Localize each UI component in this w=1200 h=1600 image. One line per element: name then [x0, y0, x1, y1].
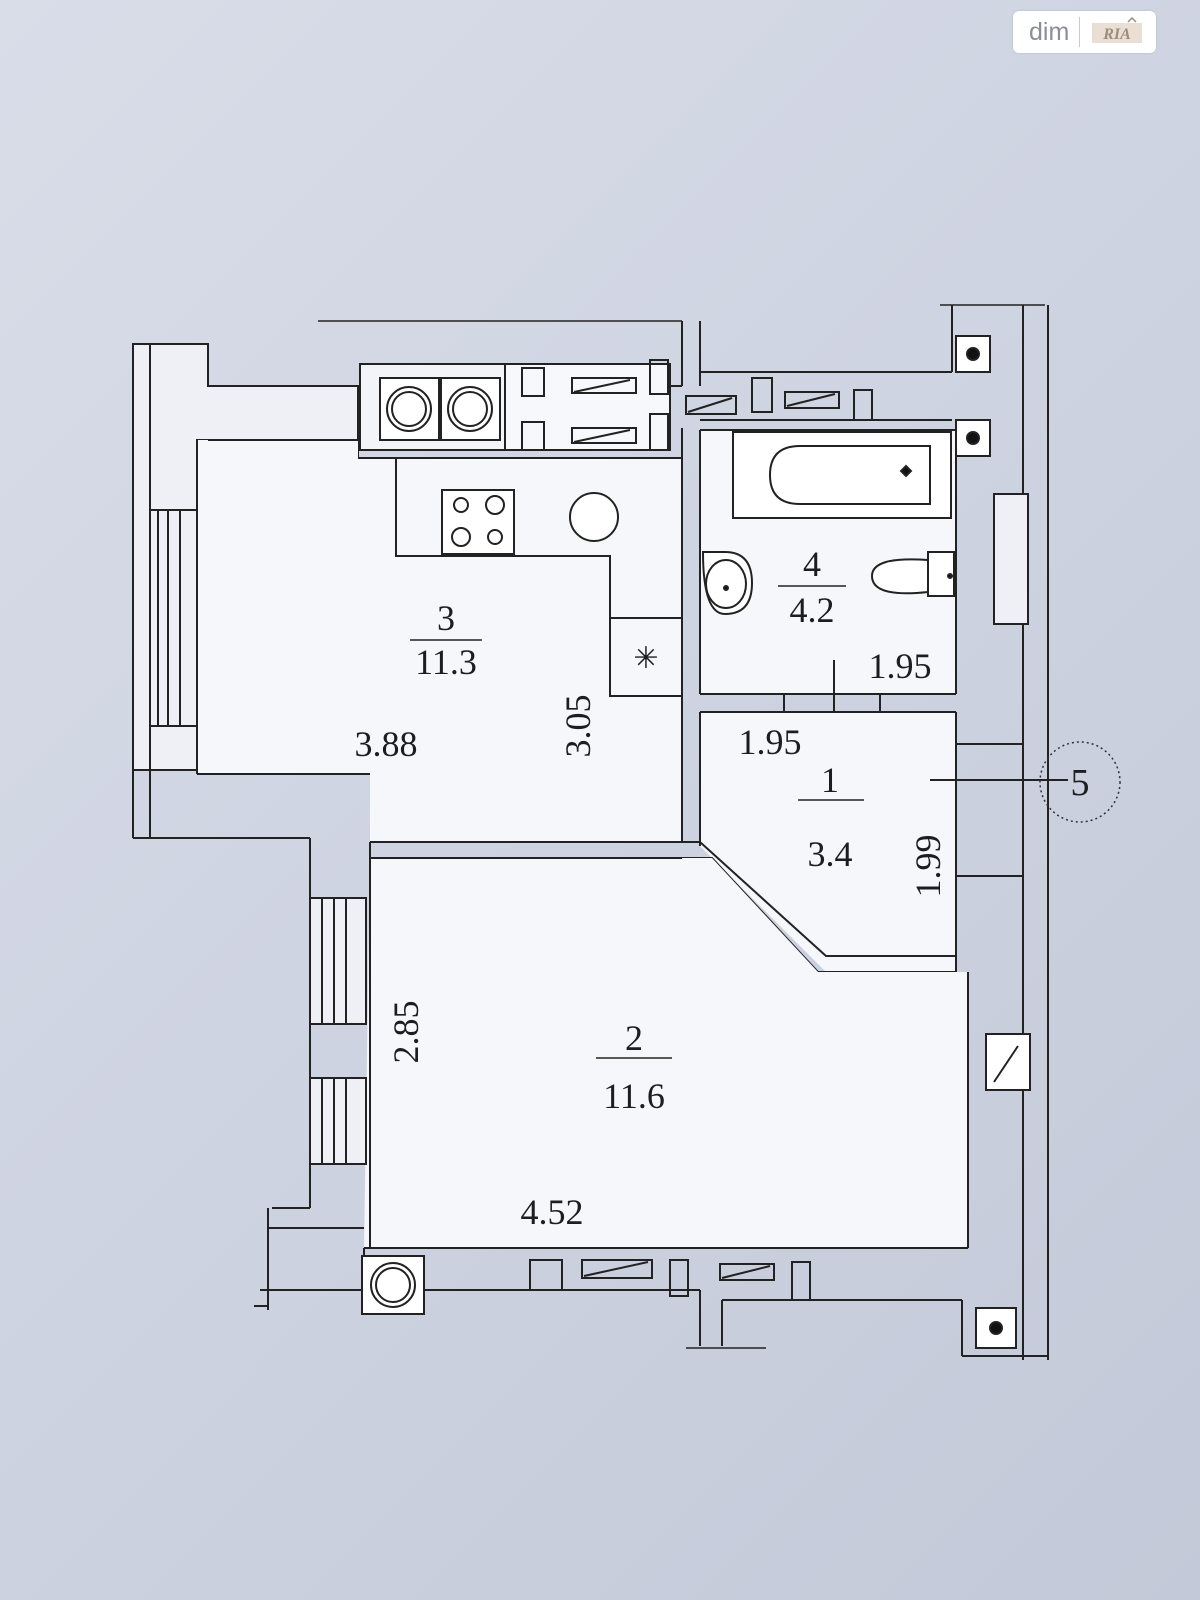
room-label-hallway: 1 3.4 — [798, 760, 864, 874]
room-label-bathroom: 4 4.2 — [778, 544, 846, 630]
room-kitchen: ✳ — [196, 428, 683, 842]
dim-bathroom-width: 1.95 — [869, 646, 932, 686]
room-label-living: 2 11.6 — [596, 1018, 672, 1116]
svg-text:RIA: RIA — [1103, 26, 1132, 43]
toilet-icon — [870, 551, 955, 597]
axis-marker-label: 5 — [1071, 762, 1090, 804]
dim-kitchen-width: 3.88 — [355, 724, 418, 764]
room-area: 4.2 — [790, 590, 835, 630]
fridge-symbol: ✳ — [633, 641, 658, 676]
dim-room-depth: 2.85 — [386, 1001, 426, 1064]
ventilation-ducts-top — [359, 335, 991, 457]
bathtub-icon — [732, 431, 952, 519]
room-number: 1 — [821, 760, 839, 800]
window-living — [309, 897, 367, 1165]
stove-icon — [441, 489, 515, 555]
washbasin-icon — [701, 551, 754, 616]
ventilation-duct-bottom — [361, 1255, 425, 1315]
room-number: 2 — [625, 1018, 643, 1058]
room-bathroom — [699, 429, 957, 750]
room-area: 11.3 — [415, 642, 477, 682]
dim-hall-width: 1.95 — [739, 722, 802, 762]
kitchen-sink-icon — [569, 492, 619, 542]
room-number: 3 — [437, 598, 455, 638]
room-number: 4 — [803, 544, 821, 584]
room-living — [133, 837, 1048, 1357]
watermark-divider — [1079, 17, 1081, 47]
watermark: dim RIA — [1013, 11, 1156, 53]
dim-kitchen-depth: 3.05 — [558, 695, 598, 758]
room-hallway — [682, 493, 1068, 973]
watermark-brand: dim — [1029, 17, 1070, 46]
dim-hall-depth: 1.99 — [908, 835, 948, 898]
room-area: 11.6 — [603, 1076, 665, 1116]
dim-room-width: 4.52 — [521, 1192, 584, 1232]
axis-marker: 5 — [1039, 741, 1121, 823]
ria-logo: RIA — [1090, 17, 1144, 47]
window-kitchen — [150, 509, 197, 727]
room-area: 3.4 — [808, 834, 853, 874]
room-label-kitchen: 3 11.3 — [410, 598, 482, 682]
